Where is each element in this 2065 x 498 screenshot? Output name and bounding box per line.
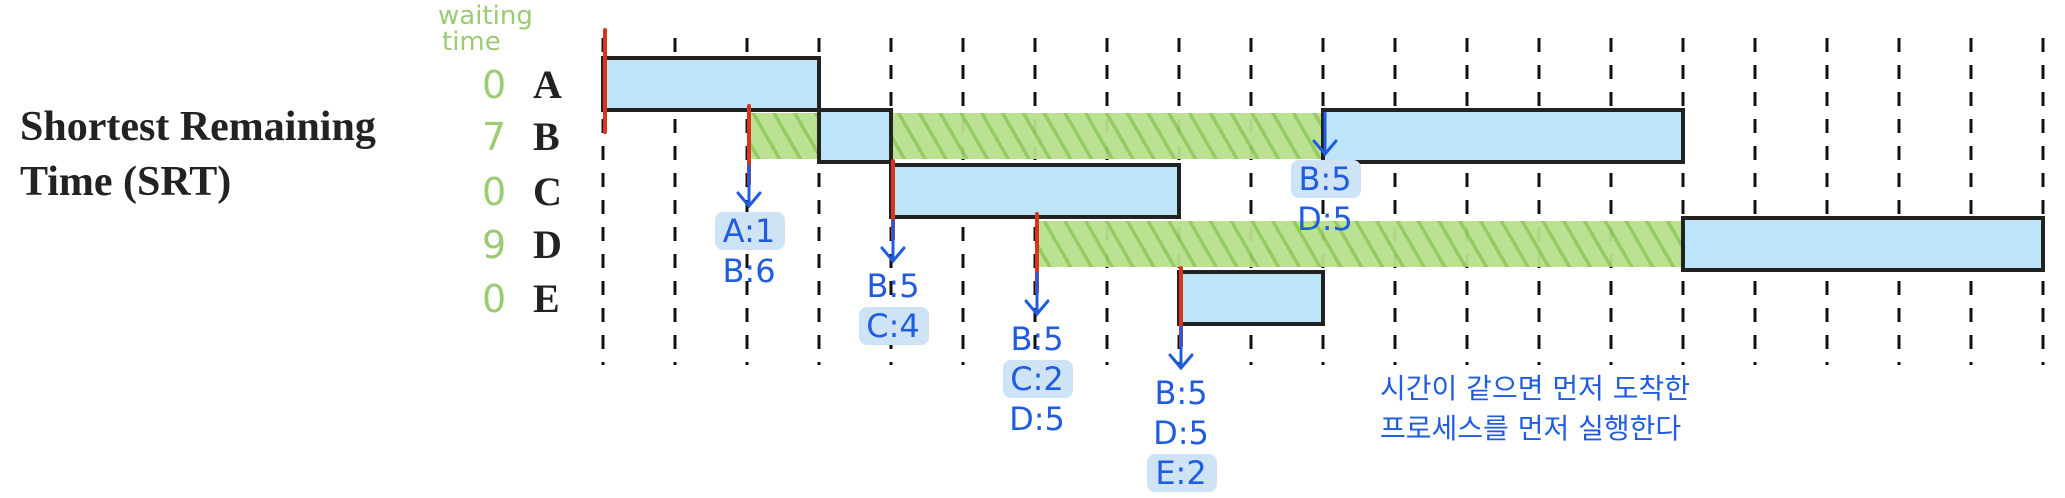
remaining-time-label: B:5	[1154, 374, 1207, 412]
decision-arrow-head	[880, 246, 906, 264]
waiting-periods	[747, 113, 1683, 267]
waiting-time-E: 0	[482, 277, 506, 321]
tie-break-note-line-2: 프로세스를 먼저 실행한다	[1380, 412, 1681, 445]
decision-arrow-head	[1312, 139, 1338, 157]
remaining-time-label: B:5	[866, 267, 919, 305]
waiting-period-D	[1035, 221, 1683, 267]
title-line-2: Time (SRT)	[20, 159, 231, 205]
execution-bar-D	[1681, 216, 2045, 272]
process-label-D: D	[533, 222, 562, 267]
title-line-1: Shortest Remaining	[20, 104, 376, 150]
annotation-highlight	[1291, 160, 1361, 198]
remaining-time-label: C:4	[866, 307, 919, 345]
execution-bar-B	[1321, 108, 1685, 164]
execution-bar-B	[817, 108, 893, 164]
process-label-E: E	[533, 276, 560, 321]
waiting-period-B	[891, 113, 1323, 159]
execution-bar-A	[601, 56, 821, 112]
annotation-highlight	[1147, 454, 1217, 492]
remaining-time-label: B:5	[1298, 160, 1351, 198]
waiting-time-C: 0	[482, 170, 506, 214]
remaining-time-label: A:1	[723, 212, 775, 250]
annotation-highlight	[859, 307, 929, 345]
tie-break-note-line-1: 시간이 같으면 먼저 도착한	[1380, 372, 1690, 405]
process-label-C: C	[533, 169, 562, 214]
execution-bar-C	[889, 163, 1181, 219]
annotation-highlight	[1003, 360, 1073, 398]
remaining-time-label: D:5	[1297, 200, 1353, 238]
annotation-highlight	[715, 212, 785, 250]
waiting-header-line-1: waiting	[438, 1, 533, 31]
remaining-time-label: D:5	[1153, 414, 1209, 452]
decision-arrow-head	[1024, 299, 1050, 317]
remaining-time-label: E:2	[1155, 454, 1206, 492]
remaining-time-label: B:6	[722, 252, 775, 290]
decision-arrow-head	[736, 191, 762, 209]
remaining-time-label: C:2	[1010, 360, 1063, 398]
waiting-header-line-2: time	[442, 27, 501, 57]
execution-bar-E	[1177, 270, 1325, 326]
remaining-time-label: D:5	[1009, 400, 1065, 438]
process-label-B: B	[533, 114, 560, 159]
process-label-A: A	[533, 62, 562, 107]
waiting-period-B	[747, 113, 819, 159]
decision-arrow-head	[1168, 353, 1194, 371]
waiting-time-D: 9	[482, 223, 506, 267]
waiting-time-B: 7	[482, 115, 506, 159]
waiting-time-A: 0	[482, 63, 506, 107]
remaining-time-label: B:5	[1010, 320, 1063, 358]
